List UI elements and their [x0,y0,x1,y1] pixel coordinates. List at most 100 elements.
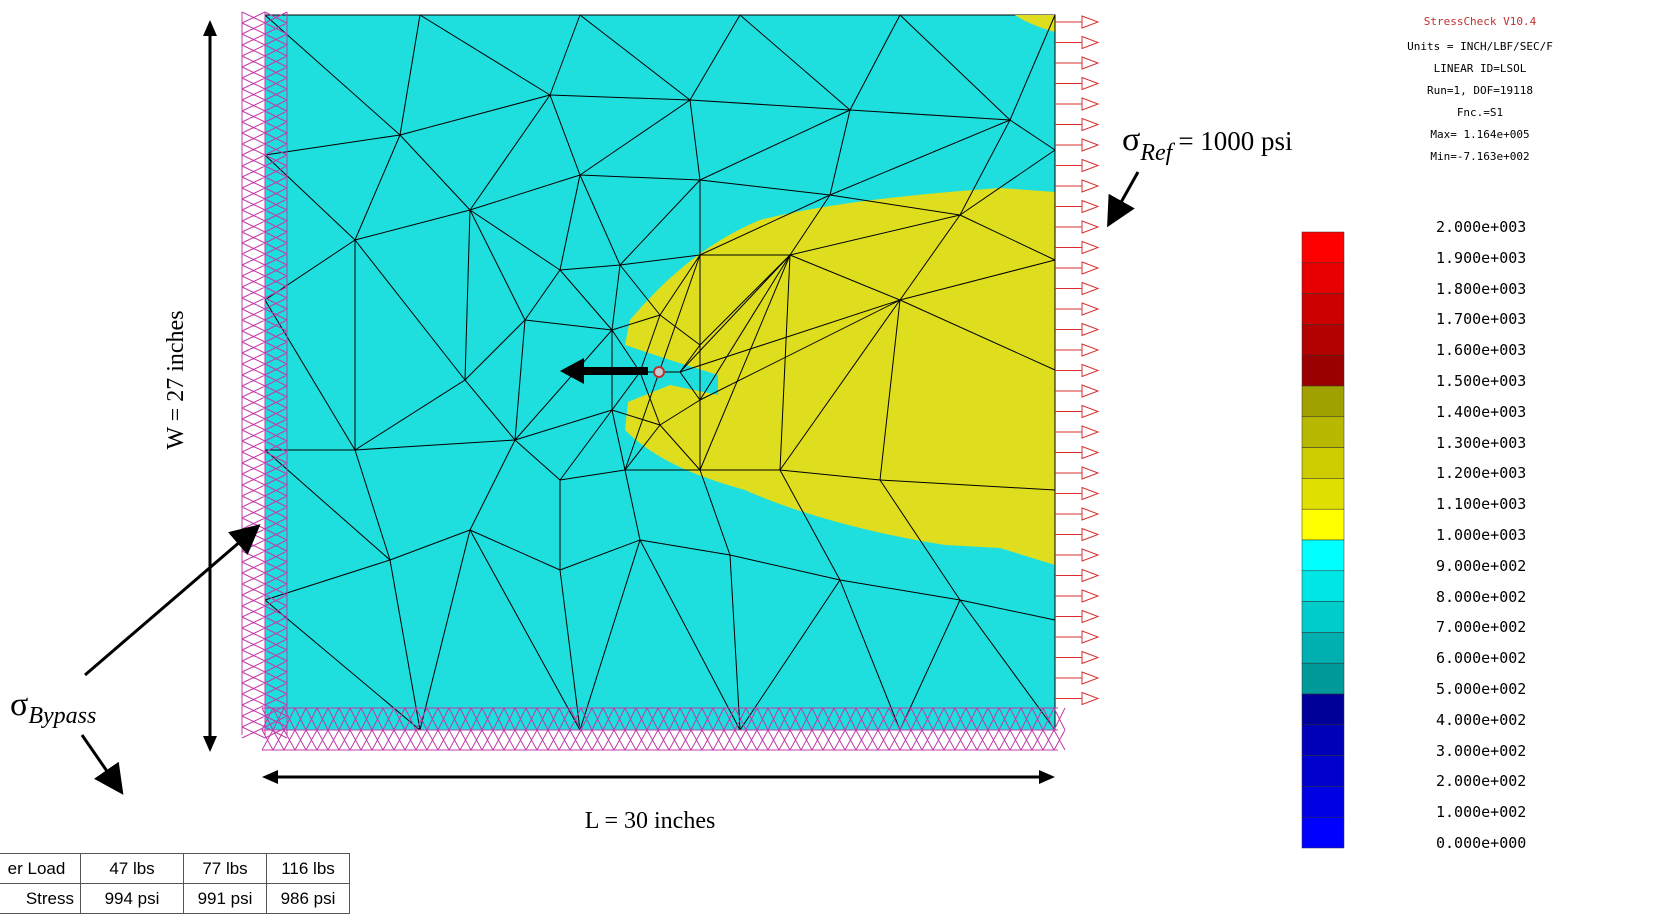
mesh-edge [899,14,1011,121]
legend-value-label: 1.900e+003 [1436,248,1527,267]
legend-swatch [1301,662,1345,695]
mesh-edge [419,529,471,731]
legend-swatch [1301,478,1345,510]
mesh-edge [399,14,421,136]
mesh-edge [789,194,831,256]
mesh-edge [699,179,831,196]
mesh-edge [464,379,516,441]
legend-swatch [1301,324,1345,356]
mesh-edge [689,14,741,101]
load-arrow [1055,281,1100,296]
mesh-edge [524,319,613,331]
version-label: StressCheck V10.4 [1423,15,1537,28]
table-cell: Stress [0,883,81,914]
mesh-edge [579,14,691,101]
mesh-edge [559,264,621,271]
traction-load-arrows [1055,15,1100,706]
mesh-edge [611,409,626,471]
legend-value-label: 3.000e+002 [1436,741,1527,760]
table-cell: 994 psi [80,883,184,914]
legend-swatch [1301,385,1345,418]
mesh-edge [354,239,466,381]
mesh-edge [699,254,791,346]
table-row: Stress 994 psi 991 psi 986 psi [0,883,350,914]
mesh-edge [514,319,526,441]
legend-value-label: 1.300e+003 [1436,433,1527,452]
table-cell: 991 psi [183,883,267,914]
mesh-edge [699,109,851,181]
mesh-edge [469,94,551,211]
mesh-edge [839,579,901,731]
mesh-edge [624,254,701,471]
mesh-edge [524,269,561,321]
mesh-edge [559,174,581,271]
load-arrow [1055,220,1100,234]
stress-band-region [625,188,1055,565]
mesh-edge [739,14,851,111]
load-arrow [1055,507,1100,521]
load-arrow [1055,445,1100,460]
mesh-edge [559,569,581,731]
legend-value-label: 1.700e+003 [1436,310,1527,329]
mesh-edge [469,529,561,571]
load-arrow [1055,302,1100,316]
legend-swatch [1301,724,1345,756]
legend-swatch [1301,539,1345,572]
legend-swatch [1301,416,1345,448]
load-arrow [1055,343,1100,357]
mesh-edge [639,371,661,426]
width-label: W = 27 inches [163,310,189,449]
mesh-edge [464,209,471,381]
legend-swatch [1301,816,1345,849]
load-arrow [1055,97,1100,111]
mesh-edge [464,319,526,381]
table-cell: 47 lbs [80,853,184,884]
mesh-edge [779,469,841,581]
load-arrow [1055,589,1100,603]
mesh-edge [699,194,831,256]
run-label: Run=1, DOF=19118 [1427,84,1533,97]
mesh-edge [419,14,551,96]
table-cell: 986 psi [266,883,350,914]
mesh-edge [611,371,641,411]
sigma-ref-value: = 1000 psi [1178,126,1292,156]
load-arrow [1055,199,1100,214]
sigma-bypass-pointer-up [84,524,261,677]
mesh-edge [689,99,701,181]
load-arrow [1055,404,1100,419]
mesh-edge [559,539,641,571]
load-arrow [1055,486,1100,501]
fastener-hole [653,366,665,378]
legend-value-label: 1.400e+003 [1436,402,1527,421]
mesh-edge [579,174,701,181]
legend-value-label: 1.000e+003 [1436,526,1527,544]
mesh-edge [619,264,661,316]
legend-value-label: 9.000e+002 [1436,556,1527,575]
legend-color-bar [1301,231,1345,849]
load-arrow [1055,548,1100,562]
mesh-edge [514,409,613,441]
mesh-edge [679,299,901,373]
mesh-edge [959,599,1056,621]
mesh-edge [699,254,791,471]
mesh-edge [879,299,901,481]
mesh-edge [579,174,621,266]
legend-swatch [1301,447,1345,479]
legend-swatch [1301,262,1345,294]
mesh-edge [789,254,901,301]
legend-swatch [1301,755,1345,787]
mesh-edge [264,449,391,561]
mesh-edge [624,469,641,541]
table-cell: 77 lbs [183,853,267,884]
mesh-edge [469,209,526,321]
mesh-edge [779,299,901,471]
load-arrow [1055,363,1100,378]
width-arrow-top [203,20,217,36]
mesh-edge [679,254,791,373]
mesh-edge [619,254,701,266]
legend-value-label: 2.000e+002 [1436,772,1527,791]
mesh-edge [611,329,641,373]
legend-value-label: 6.000e+002 [1436,649,1527,668]
load-arrow [1055,138,1100,152]
